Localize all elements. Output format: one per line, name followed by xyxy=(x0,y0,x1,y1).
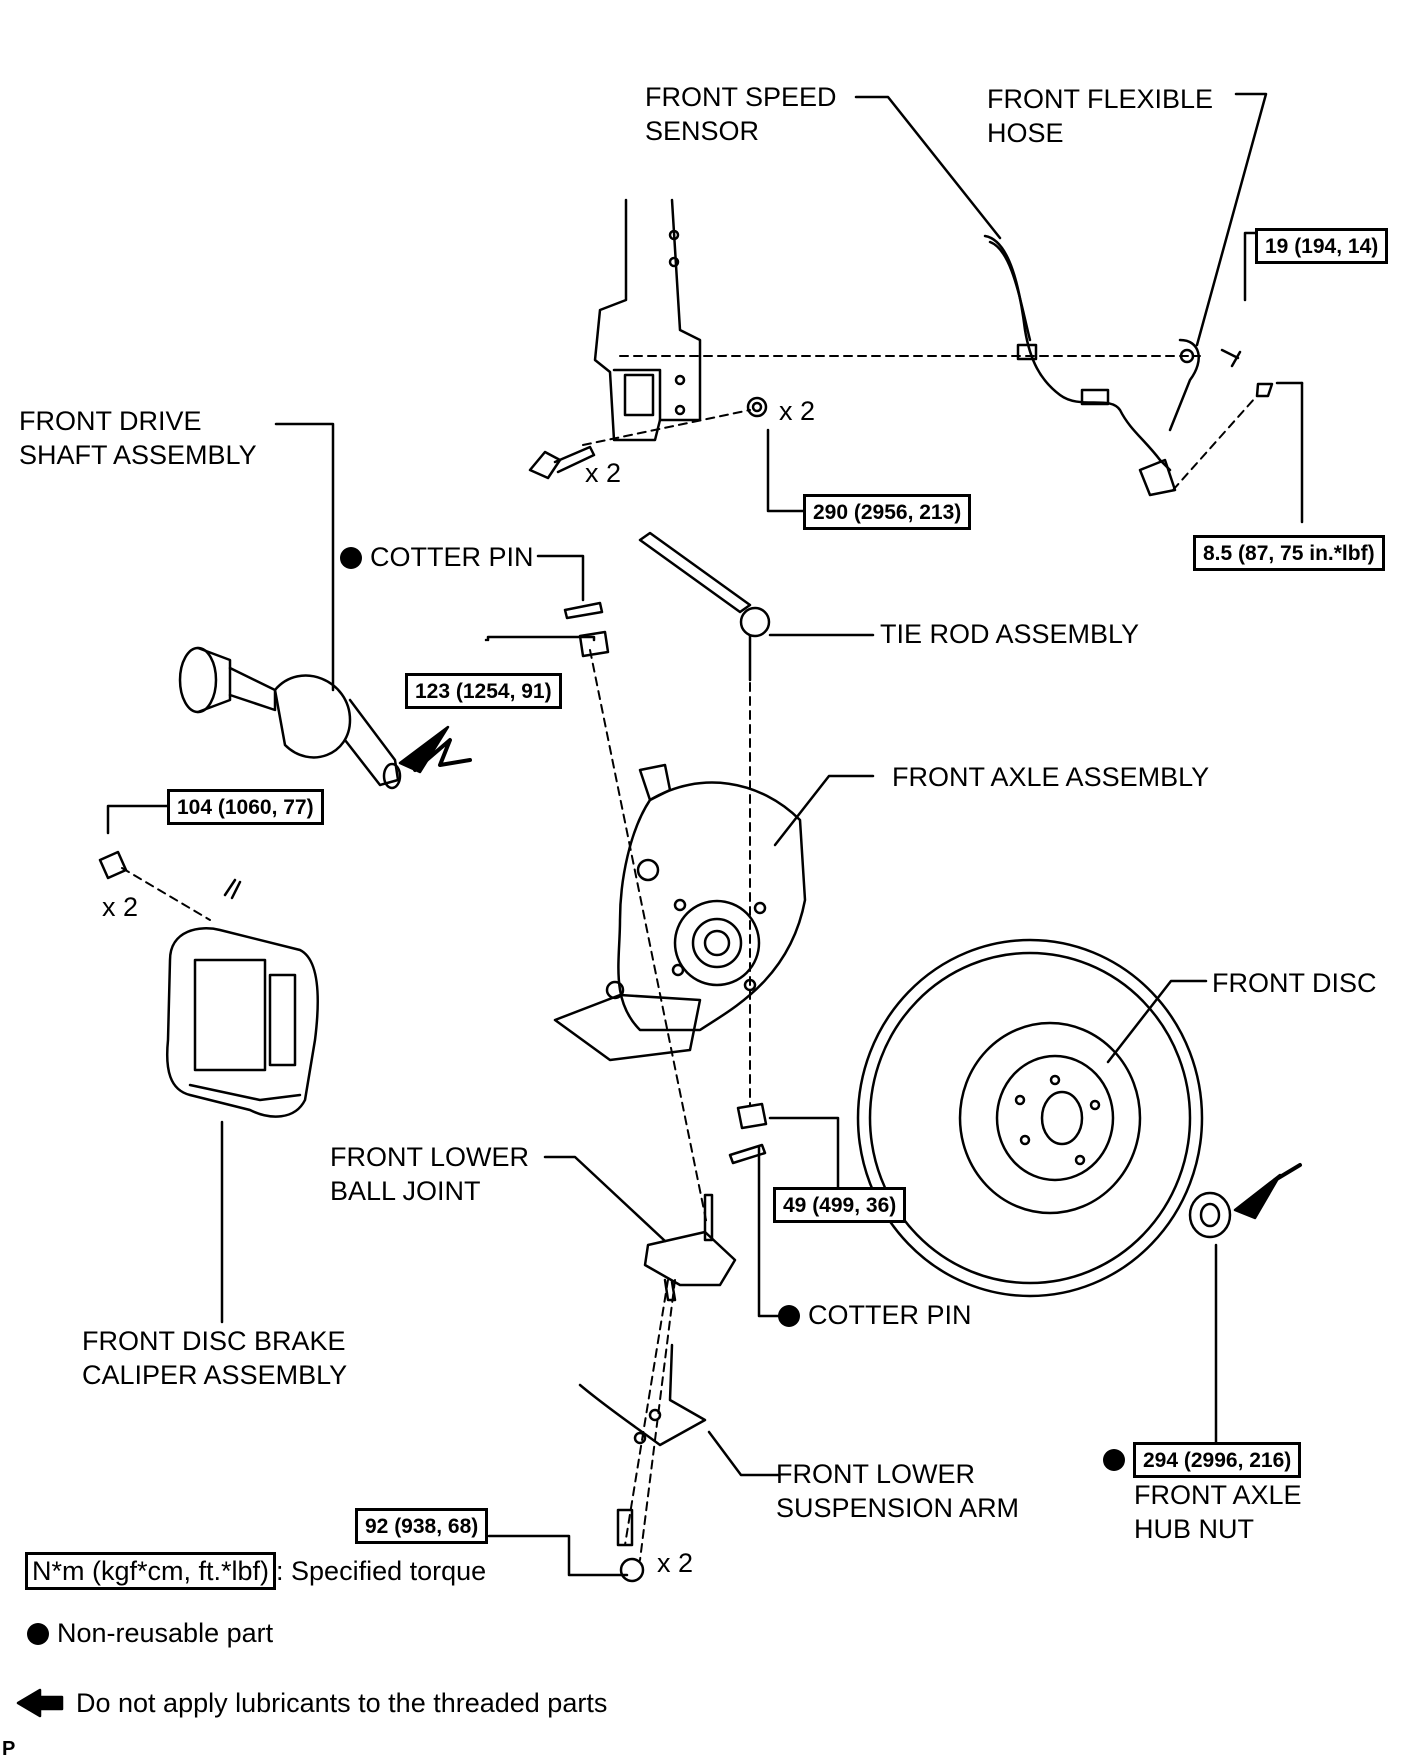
torque-flex-hose-bolt: 19 (194, 14) xyxy=(1255,228,1389,264)
strut-bracket xyxy=(593,198,702,442)
label-cotter-pin-bottom: COTTER PIN xyxy=(778,1298,972,1332)
ball-joint-nut xyxy=(728,1102,768,1165)
tie-rod xyxy=(638,531,771,682)
legend-no-lubricant: Do not apply lubricants to the threaded … xyxy=(76,1688,608,1718)
legend-arrow-icon xyxy=(16,1688,64,1718)
qty-strut-bolt: x 2 xyxy=(585,458,622,488)
torque-arm-bolt: 92 (938, 68) xyxy=(355,1508,489,1544)
non-reusable-icon xyxy=(1103,1449,1125,1471)
speed-sensor-wire xyxy=(983,234,1177,497)
leader-lines xyxy=(106,92,1304,1577)
torque-strut-nut: 290 (2956, 213) xyxy=(803,494,972,530)
label-tie-rod: TIE ROD ASSEMBLY xyxy=(880,619,1140,649)
qty-caliper-bolt: x 2 xyxy=(102,892,139,922)
label-front-disc: FRONT DISC xyxy=(1212,968,1377,998)
cotter-pin-top xyxy=(563,601,610,658)
torque-caliper-bolt: 104 (1060, 77) xyxy=(167,789,324,825)
lower-suspension-arm xyxy=(578,1343,707,1447)
non-reusable-icon xyxy=(340,547,362,569)
corner-mark: P xyxy=(2,1738,16,1760)
caliper-bolt xyxy=(98,850,128,880)
no-lube-arrow-shaft xyxy=(398,725,450,774)
label-front-axle-hub-nut: FRONT AXLE HUB NUT xyxy=(1134,1480,1302,1544)
label-front-axle-assembly: FRONT AXLE ASSEMBLY xyxy=(892,762,1210,792)
hub-nut xyxy=(1188,1191,1232,1239)
label-front-flexible-hose: FRONT FLEXIBLE HOSE xyxy=(987,84,1214,148)
drive-shaft xyxy=(178,646,472,790)
label-front-speed-sensor: FRONT SPEED SENSOR xyxy=(645,82,837,146)
torque-speed-sensor-bolt: 8.5 (87, 75 in.*lbf) xyxy=(1193,535,1385,571)
torque-ball-joint-nut: 49 (499, 36) xyxy=(773,1187,907,1223)
strut-bolt xyxy=(528,396,768,480)
front-disc xyxy=(856,938,1204,1298)
no-lube-arrow-hub xyxy=(1233,1173,1282,1220)
legend-torque-box: N*m (kgf*cm, ft.*lbf) xyxy=(25,1552,277,1590)
label-cotter-pin-top: COTTER PIN xyxy=(340,540,534,574)
torque-tie-rod-nut: 123 (1254, 91) xyxy=(405,673,562,709)
brake-caliper xyxy=(166,878,319,1118)
legend-non-reusable: Non-reusable part xyxy=(27,1617,273,1649)
non-reusable-icon xyxy=(27,1623,49,1645)
front-axle-assembly xyxy=(553,763,807,1062)
legend-torque: N*m (kgf*cm, ft.*lbf): Specified torque xyxy=(25,1552,486,1590)
qty-arm-bolt: x 2 xyxy=(657,1548,694,1578)
label-front-drive-shaft: FRONT DRIVE SHAFT ASSEMBLY xyxy=(19,406,257,470)
label-front-lower-suspension-arm: FRONT LOWER SUSPENSION ARM xyxy=(776,1459,1020,1523)
torque-hub-nut: 294 (2996, 216) xyxy=(1133,1442,1302,1478)
qty-strut-nut: x 2 xyxy=(779,396,816,426)
non-reusable-icon xyxy=(778,1305,800,1327)
ball-joint xyxy=(643,1193,737,1302)
arm-bolt xyxy=(616,1508,645,1583)
label-front-disc-brake-caliper: FRONT DISC BRAKE CALIPER ASSEMBLY xyxy=(82,1326,348,1390)
label-front-lower-ball-joint: FRONT LOWER BALL JOINT xyxy=(330,1142,530,1206)
flexible-hose xyxy=(1168,338,1274,432)
legend-torque-text: : Specified torque xyxy=(276,1556,487,1586)
